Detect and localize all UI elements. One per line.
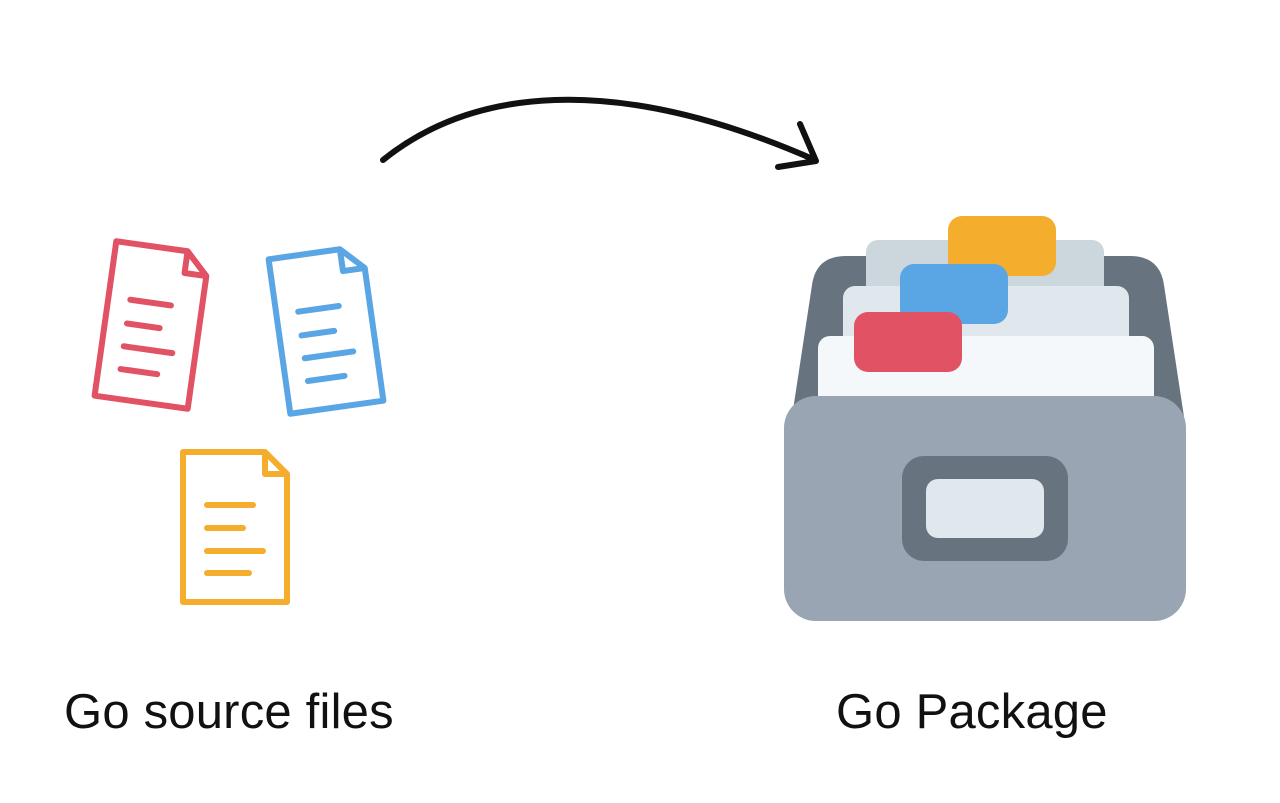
document-icon (180, 449, 290, 605)
package-label: Go Package (836, 685, 1108, 739)
drawer-label (926, 479, 1044, 538)
curved-arrow-icon (380, 96, 819, 170)
document-icon (265, 246, 387, 417)
document-icon (91, 238, 210, 412)
tab-orange (948, 216, 1056, 276)
card-file-box-icon (784, 216, 1186, 621)
tab-blue (900, 264, 1008, 324)
source-files-label: Go source files (64, 685, 394, 739)
tab-red (854, 312, 962, 372)
